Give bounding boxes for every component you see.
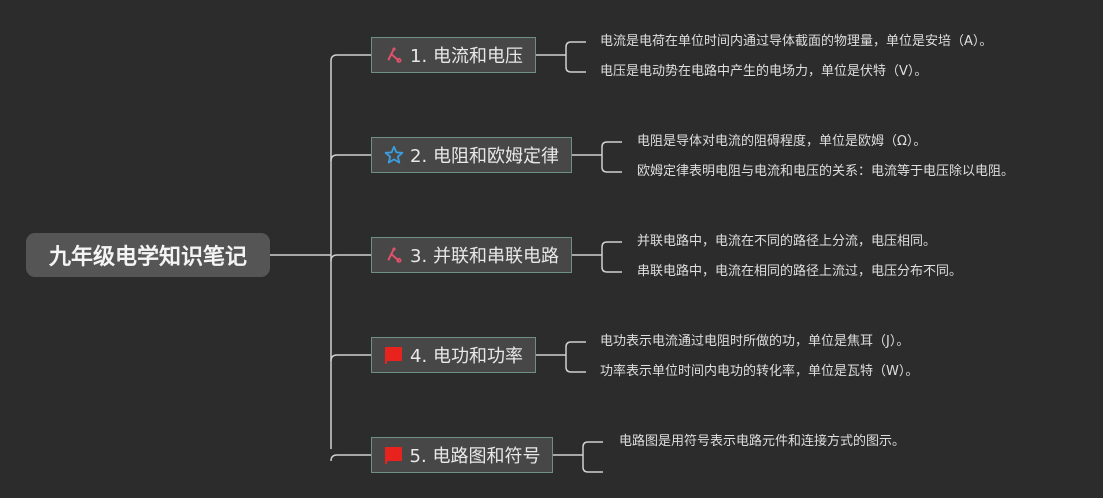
tools-icon	[384, 45, 404, 65]
note-circuit-diagram[interactable]: 电路图是用符号表示电路元件和连接方式的图示。	[619, 434, 906, 449]
branch-topic-work-power[interactable]: 4. 电功和功率	[371, 337, 536, 373]
note-current-definition[interactable]: 电流是电荷在单位时间内通过导体截面的物理量，单位是安培（A）。	[600, 34, 993, 49]
flag-icon	[384, 445, 404, 465]
branch-topic-parallel-series[interactable]: 3. 并联和串联电路	[371, 237, 572, 273]
leaf-bracket	[601, 141, 608, 173]
branch-connector	[330, 254, 371, 262]
branch-label: 5. 电路图和符号	[409, 446, 541, 467]
note-parallel-circuit[interactable]: 并联电路中，电流在不同的路径上分流，电压相同。	[637, 234, 937, 249]
branch-label: 3. 并联和串联电路	[410, 246, 559, 267]
flag-icon	[384, 345, 404, 365]
root-topic[interactable]: 九年级电学知识笔记	[26, 233, 270, 277]
branch-topic-current-voltage[interactable]: 1. 电流和电压	[371, 37, 536, 73]
note-resistance-definition[interactable]: 电阻是导体对电流的阻碍程度，单位是欧姆（Ω）。	[637, 134, 927, 149]
branch-label: 4. 电功和功率	[410, 346, 523, 367]
branch-connector	[330, 354, 371, 362]
note-ohm-law[interactable]: 欧姆定律表明电阻与电流和电压的关系：电流等于电压除以电阻。	[637, 164, 1015, 179]
branch-connector	[330, 54, 371, 62]
branch-label: 2. 电阻和欧姆定律	[410, 146, 559, 167]
leaf-bracket	[565, 41, 572, 73]
branch-connector	[330, 454, 371, 462]
leaf-bracket	[565, 341, 572, 373]
root-topic-label: 九年级电学知识笔记	[48, 245, 247, 270]
note-electric-power[interactable]: 功率表示单位时间内电功的转化率，单位是瓦特（W）。	[600, 364, 919, 379]
note-series-circuit[interactable]: 串联电路中，电流在相同的路径上流过，电压分布不同。	[637, 264, 963, 279]
note-voltage-definition[interactable]: 电压是电动势在电路中产生的电场力，单位是伏特（V）。	[600, 64, 928, 79]
tools-icon	[384, 245, 404, 265]
branch-connector	[330, 154, 371, 162]
branch-label: 1. 电流和电压	[410, 46, 523, 67]
leaf-bracket	[582, 441, 589, 473]
branch-topic-resistance-ohm[interactable]: 2. 电阻和欧姆定律	[371, 137, 572, 173]
note-electric-work[interactable]: 电功表示电流通过电阻时所做的功，单位是焦耳（J）。	[600, 334, 910, 349]
star-icon	[384, 145, 404, 165]
branch-topic-circuit-diagram[interactable]: 5. 电路图和符号	[371, 437, 553, 473]
leaf-bracket	[601, 241, 608, 273]
